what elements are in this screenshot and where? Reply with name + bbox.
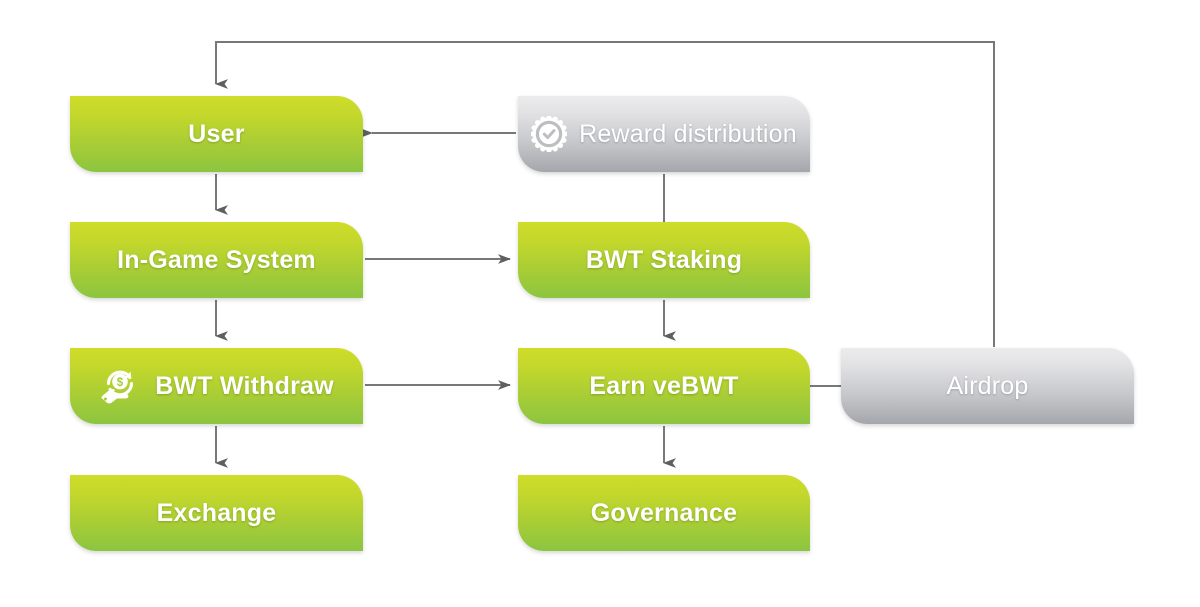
node-airdrop[interactable]: Airdrop bbox=[841, 348, 1134, 424]
node-reward-distribution[interactable]: Reward distribution bbox=[518, 96, 810, 172]
seal-check-icon bbox=[530, 115, 568, 153]
node-user-label: User bbox=[188, 119, 245, 148]
svg-text:$: $ bbox=[117, 377, 124, 389]
node-earn-vebwt[interactable]: Earn veBWT bbox=[518, 348, 810, 424]
node-bwt-staking[interactable]: BWT Staking bbox=[518, 222, 810, 298]
node-earn-vebwt-label: Earn veBWT bbox=[589, 371, 739, 400]
node-in-game-system[interactable]: In-Game System bbox=[70, 222, 363, 298]
node-exchange-label: Exchange bbox=[156, 498, 277, 527]
edge-airdrop-to-user bbox=[215, 41, 995, 347]
node-governance[interactable]: Governance bbox=[518, 475, 810, 551]
node-in-game-system-label: In-Game System bbox=[117, 245, 316, 274]
node-governance-label: Governance bbox=[590, 498, 738, 527]
node-exchange[interactable]: Exchange bbox=[70, 475, 363, 551]
hand-holding-dollar-icon: $ bbox=[99, 366, 143, 406]
node-user[interactable]: User bbox=[70, 96, 363, 172]
node-bwt-withdraw[interactable]: $ BWT Withdraw bbox=[70, 348, 363, 424]
node-reward-distribution-label: Reward distribution bbox=[579, 119, 797, 148]
node-bwt-staking-label: BWT Staking bbox=[585, 245, 743, 274]
node-airdrop-label: Airdrop bbox=[946, 371, 1029, 400]
node-bwt-withdraw-label: BWT Withdraw bbox=[155, 371, 334, 400]
